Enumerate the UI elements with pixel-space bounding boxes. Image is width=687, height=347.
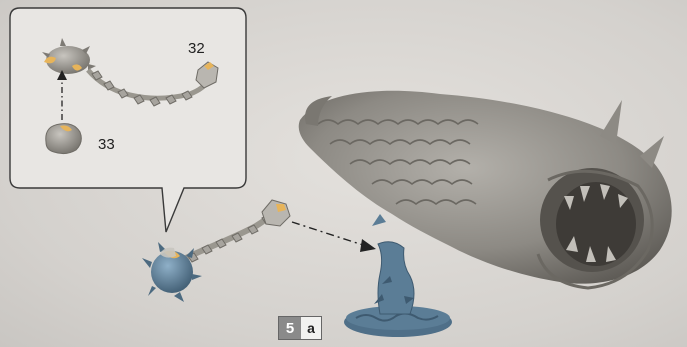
part-number-33: 33 <box>98 136 115 153</box>
callout-cap-part <box>46 124 82 154</box>
step-badge: 5 a <box>278 316 322 340</box>
flail-handle <box>262 200 290 226</box>
part-number-32: 32 <box>188 40 205 57</box>
assembly-arrow <box>292 222 376 252</box>
callout-box <box>10 8 246 232</box>
step-number: 5 <box>279 317 301 339</box>
step-letter: a <box>301 317 321 339</box>
beast-model <box>299 91 672 337</box>
flail-blue-head <box>142 242 202 302</box>
